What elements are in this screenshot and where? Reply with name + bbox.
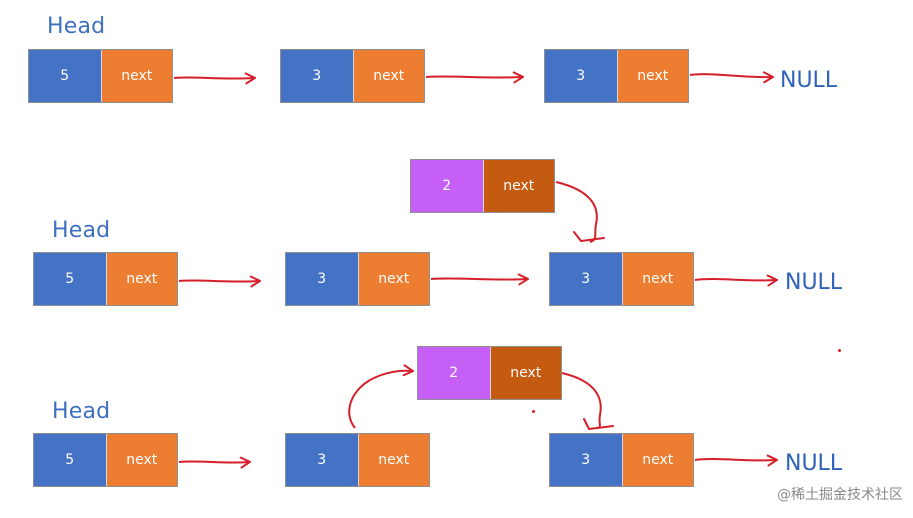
- row1-arrow-node1-to-node2: [173, 72, 256, 85]
- row2-head-label: Head: [52, 218, 111, 243]
- row1-arrow-node3-to-null: [689, 71, 774, 84]
- row2-node-3-value: 3: [550, 253, 622, 305]
- row2-inserted-node-value: 2: [411, 160, 483, 212]
- row2-inserted-node: 2 next: [410, 159, 555, 213]
- row2-inserted-node-next: next: [482, 160, 554, 212]
- stray-mark: [838, 349, 841, 352]
- row2-null-label: NULL: [785, 270, 843, 295]
- row1-arrow-node2-to-node3: [425, 71, 524, 84]
- row1-node-3-value: 3: [545, 50, 617, 102]
- stray-mark: [532, 410, 535, 413]
- row3-node-2-next: next: [357, 434, 429, 486]
- row3-arrow-node3-to-null: [694, 454, 778, 467]
- row1-node-1: 5 next: [28, 49, 173, 103]
- row2-arrow-inserted-to-node3: [555, 181, 598, 243]
- row3-node-2-value: 3: [286, 434, 358, 486]
- row3-node-1-next: next: [105, 434, 177, 486]
- row1-node-3-next: next: [616, 50, 688, 102]
- row3-inserted-node-value: 2: [418, 347, 490, 399]
- row1-node-3: 3 next: [544, 49, 689, 103]
- row1-node-2-value: 3: [281, 50, 353, 102]
- row2-node-3: 3 next: [549, 252, 694, 306]
- row2-node-1-next: next: [105, 253, 177, 305]
- row3-head-label: Head: [52, 399, 111, 424]
- row3-node-1-value: 5: [34, 434, 106, 486]
- row2-arrow-node3-to-null: [694, 274, 778, 287]
- row3-node-3-value: 3: [550, 434, 622, 486]
- row3-null-label: NULL: [785, 451, 843, 476]
- row2-node-3-next: next: [621, 253, 693, 305]
- row1-null-label: NULL: [780, 68, 838, 93]
- row3-arrow-node2-to-inserted: [348, 364, 414, 429]
- row1-node-2: 3 next: [280, 49, 425, 103]
- row3-arrow-inserted-to-node3: [561, 372, 602, 429]
- row3-arrow-node1-to-inserted-row: [178, 456, 251, 469]
- row2-node-1: 5 next: [33, 252, 178, 306]
- row3-node-2: 3 next: [285, 433, 430, 487]
- row2-node-1-value: 5: [34, 253, 106, 305]
- row1-node-1-value: 5: [29, 50, 101, 102]
- row1-head-label: Head: [47, 14, 106, 39]
- row2-arrow-node2-to-node3: [430, 273, 529, 286]
- row2-node-2-value: 3: [286, 253, 358, 305]
- row2-node-2-next: next: [357, 253, 429, 305]
- row1-node-1-next: next: [100, 50, 172, 102]
- row3-node-3-next: next: [621, 434, 693, 486]
- row3-node-1: 5 next: [33, 433, 178, 487]
- row2-arrow-inserted-to-node3-head: [573, 231, 605, 242]
- row2-arrow-node1-to-node2: [178, 275, 261, 288]
- watermark-text: @稀土掘金技术社区: [777, 487, 903, 503]
- row1-node-2-next: next: [352, 50, 424, 102]
- row3-inserted-node-next: next: [489, 347, 561, 399]
- row3-arrow-inserted-to-node3-head: [583, 418, 614, 430]
- row3-inserted-node: 2 next: [417, 346, 562, 400]
- row3-node-3: 3 next: [549, 433, 694, 487]
- row2-node-2: 3 next: [285, 252, 430, 306]
